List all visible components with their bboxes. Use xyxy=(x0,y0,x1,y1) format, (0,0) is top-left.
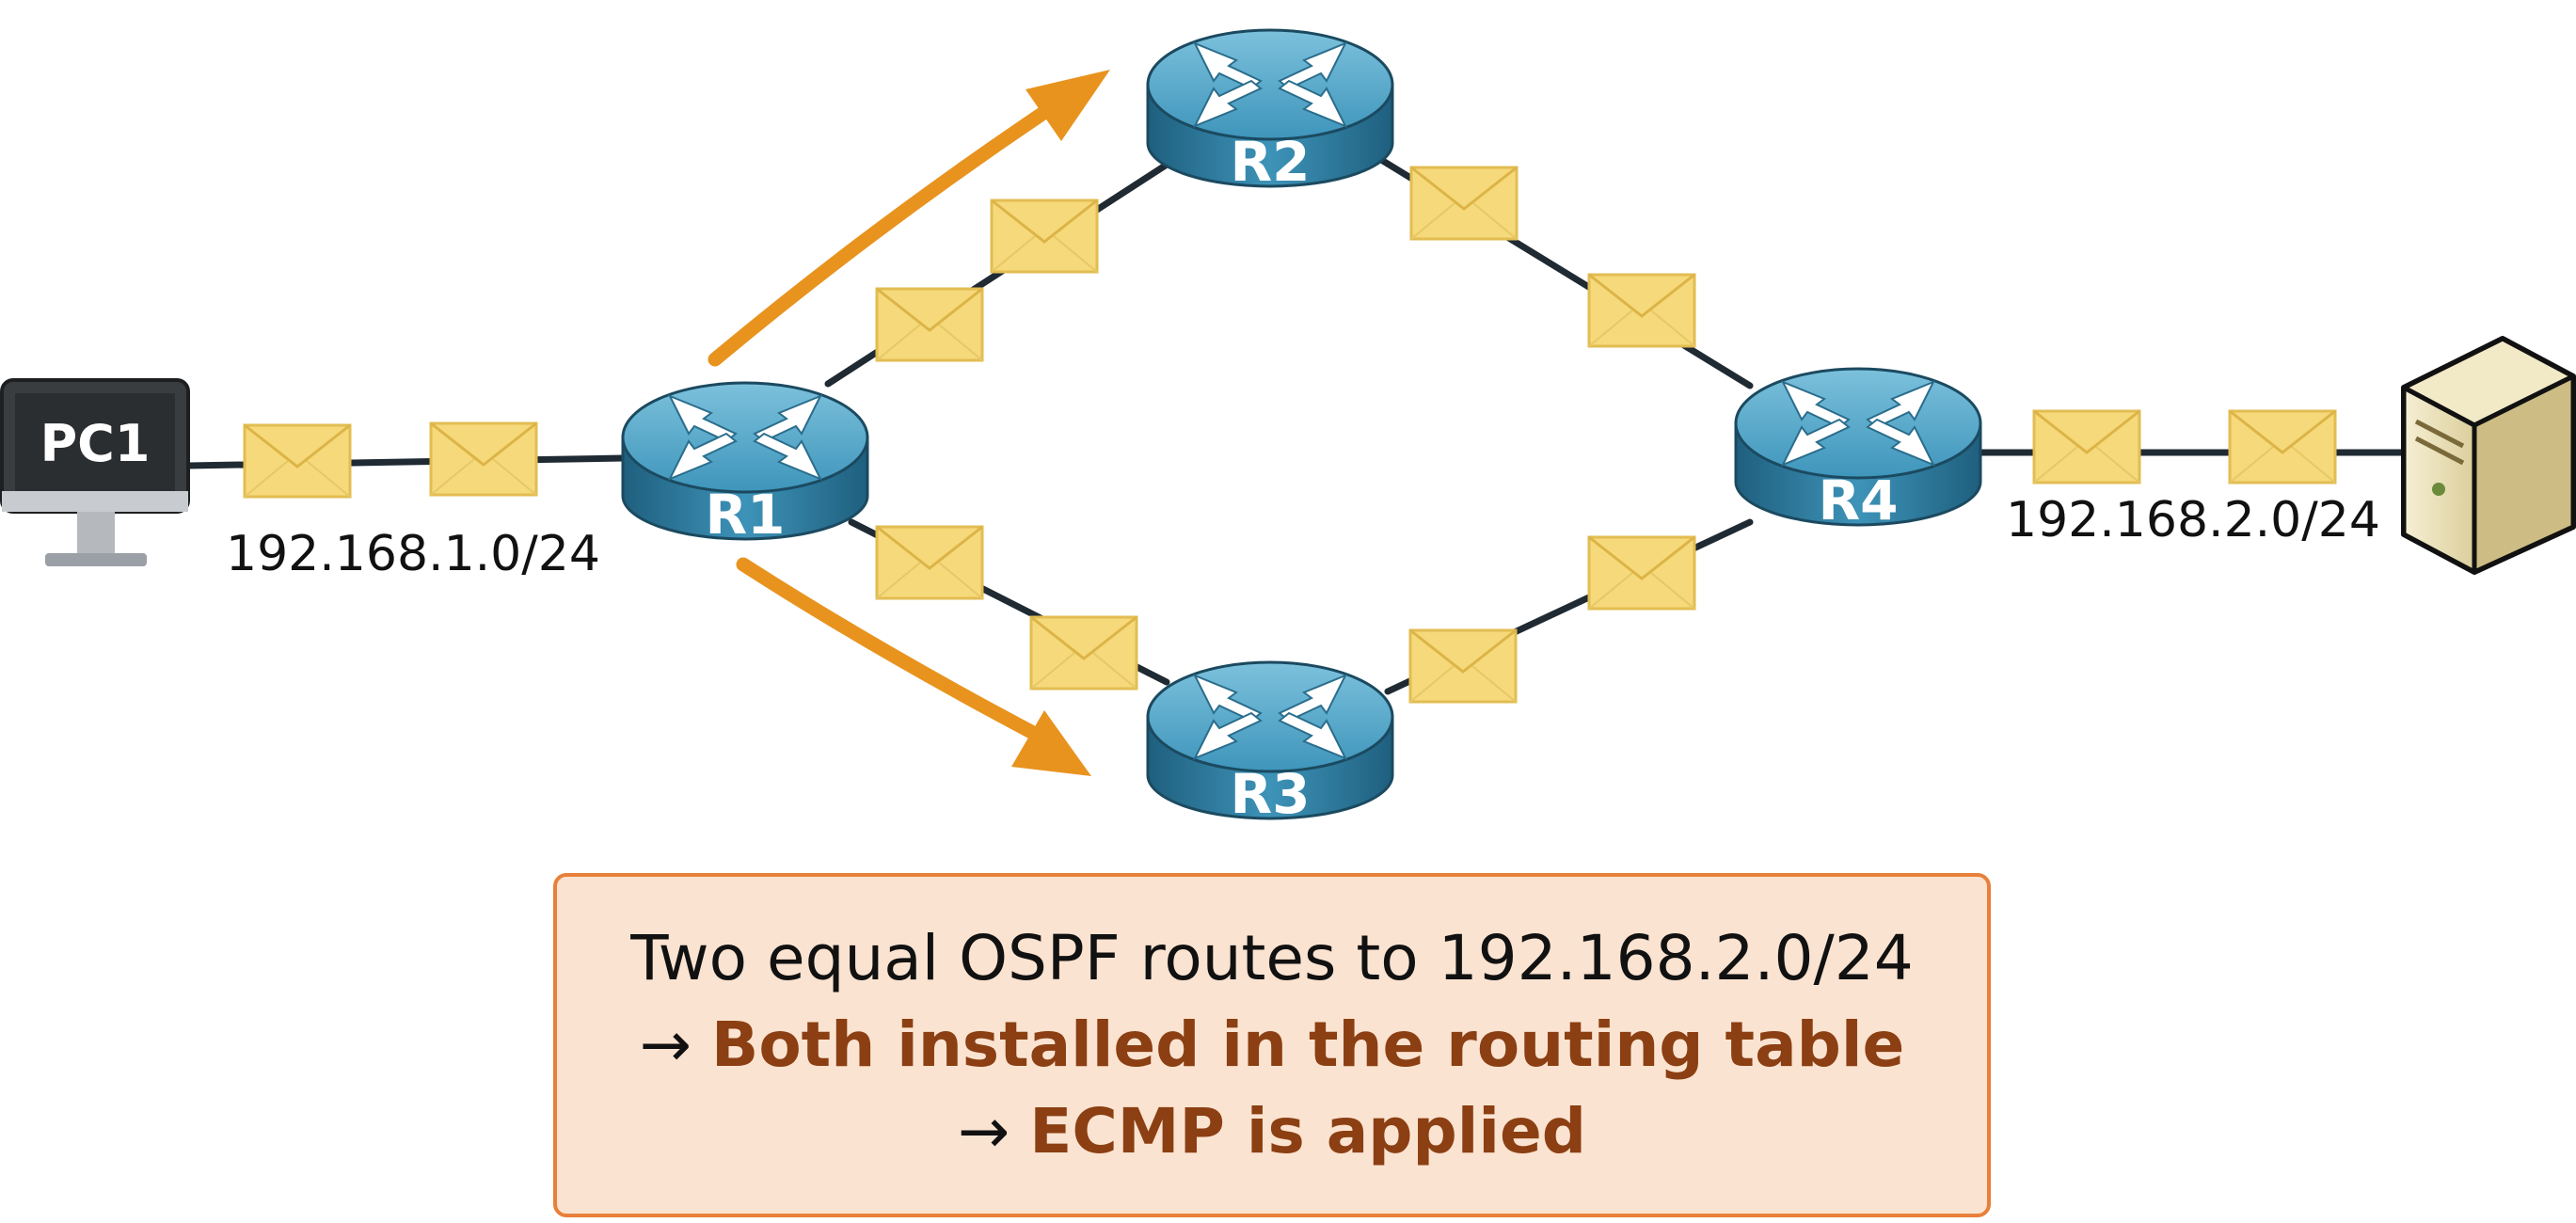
packet-envelope-icon xyxy=(875,525,984,600)
router-r4-label: R4 xyxy=(1818,469,1898,532)
router-r2-label: R2 xyxy=(1230,130,1310,194)
packet-envelope-icon xyxy=(1408,628,1518,704)
packet-envelope-icon xyxy=(2032,409,2141,484)
router-r4: R4 xyxy=(1734,367,1982,532)
path-arrow-to-r2 xyxy=(708,100,1059,367)
callout-line-routes: Two equal OSPF routes to 192.168.2.0/24 xyxy=(630,922,1914,994)
network-label-right: 192.168.2.0/24 xyxy=(2006,492,2380,548)
callout-installed-text: Both installed in the routing table xyxy=(711,1009,1905,1081)
network-label-left: 192.168.1.0/24 xyxy=(226,526,600,582)
callout-line-installed: → Both installed in the routing table xyxy=(640,1004,1905,1087)
ecmp-callout-box: Two equal OSPF routes to 192.168.2.0/24 … xyxy=(553,873,1991,1217)
router-r1: R1 xyxy=(621,381,869,547)
packet-envelope-icon xyxy=(875,287,984,362)
router-r3: R3 xyxy=(1146,660,1394,826)
router-r2: R2 xyxy=(1146,28,1394,194)
server-node xyxy=(2401,336,2576,575)
packet-envelope-icon xyxy=(1029,615,1138,691)
packet-envelope-icon xyxy=(990,199,1099,274)
packet-envelope-icon xyxy=(1587,535,1696,611)
pc1-node: PC1 xyxy=(0,378,190,566)
ecmp-path-arrows xyxy=(708,70,1110,776)
callout-ecmp-text: ECMP is applied xyxy=(1029,1095,1586,1167)
path-arrow-to-r3 xyxy=(736,557,1042,741)
packet-envelope-icon xyxy=(243,423,352,499)
path-arrow-to-r3-head xyxy=(1011,710,1091,776)
packet-envelope-icon xyxy=(1587,273,1696,348)
packet-envelope-icon xyxy=(1409,166,1519,241)
right-arrow-icon: → xyxy=(957,1095,1010,1167)
router-r1-label: R1 xyxy=(705,483,785,547)
path-arrow-to-r2-head xyxy=(1026,70,1110,141)
packet-envelope-icon xyxy=(2228,409,2337,484)
packets xyxy=(243,166,2337,704)
callout-line-ecmp: → ECMP is applied xyxy=(958,1090,1586,1173)
router-r3-label: R3 xyxy=(1230,762,1310,826)
pc1-label: PC1 xyxy=(40,414,151,473)
packet-envelope-icon xyxy=(429,421,538,497)
right-arrow-icon: → xyxy=(639,1009,692,1081)
